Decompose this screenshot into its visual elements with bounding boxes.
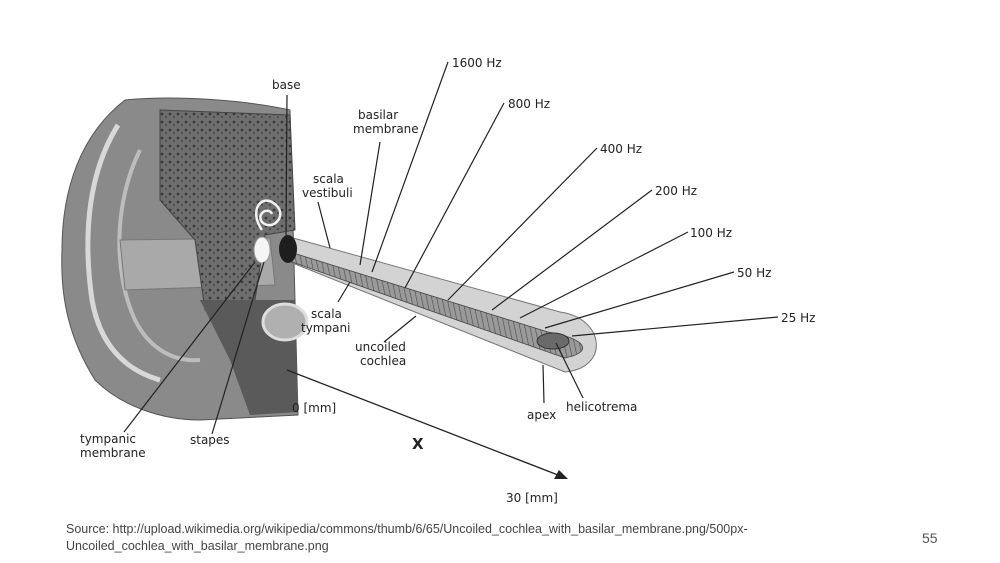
ossicle-coil bbox=[255, 199, 282, 231]
ear-fold-outer bbox=[85, 123, 161, 383]
ear-fold-inner bbox=[117, 149, 201, 363]
label-tympanic-line1: tympanic bbox=[80, 432, 136, 446]
label-x-axis: X bbox=[412, 435, 424, 453]
leader-helicotrema bbox=[555, 342, 584, 399]
source-citation: Source: http://upload.wikimedia.org/wiki… bbox=[66, 521, 846, 555]
leader-50hz bbox=[544, 271, 735, 329]
label-freq-400: 400 Hz bbox=[600, 142, 642, 156]
label-scala-tympani-line2: tympani bbox=[301, 321, 350, 335]
leader-uncoiled bbox=[383, 315, 417, 343]
page-number: 55 bbox=[922, 530, 938, 546]
label-thirty-mm: 30 [mm] bbox=[506, 491, 558, 505]
source-line-2: Uncoiled_cochlea_with_basilar_membrane.p… bbox=[66, 539, 329, 553]
leader-stapes bbox=[211, 261, 265, 435]
leader-scala-vestibuli bbox=[317, 201, 331, 249]
leader-800hz bbox=[404, 102, 505, 289]
label-helicotrema: helicotrema bbox=[566, 400, 637, 414]
x-axis-arrowhead bbox=[554, 470, 568, 479]
label-freq-800: 800 Hz bbox=[508, 97, 550, 111]
cochlea-base-cap bbox=[279, 235, 297, 263]
label-tympanic-line2: membrane bbox=[80, 446, 146, 460]
label-freq-100: 100 Hz bbox=[690, 226, 732, 240]
diagram-labels: base basilar membrane scala vestibuli sc… bbox=[80, 56, 815, 505]
label-freq-1600: 1600 Hz bbox=[452, 56, 502, 70]
label-freq-25: 25 Hz bbox=[781, 311, 815, 325]
label-scala-vestibuli-line1: scala bbox=[313, 172, 344, 186]
helicotrema-shape bbox=[536, 332, 570, 350]
label-freq-50: 50 Hz bbox=[737, 266, 771, 280]
label-freq-200: 200 Hz bbox=[655, 184, 697, 198]
leader-base bbox=[285, 94, 288, 239]
leader-basilar bbox=[359, 141, 381, 266]
label-apex: apex bbox=[527, 408, 556, 422]
ear-illustration bbox=[61, 97, 309, 421]
leader-tympanic bbox=[123, 261, 256, 433]
label-scala-vestibuli-line2: vestibuli bbox=[302, 186, 353, 200]
leader-apex bbox=[542, 364, 545, 404]
uncoiled-cochlea bbox=[279, 235, 597, 373]
leader-scala-tympani bbox=[337, 281, 351, 303]
label-uncoiled-line1: uncoiled bbox=[355, 340, 406, 354]
leader-100hz bbox=[519, 231, 689, 319]
leader-200hz bbox=[491, 189, 653, 311]
label-scala-tympani-line1: scala bbox=[311, 307, 342, 321]
label-base: base bbox=[272, 78, 301, 92]
label-basilar-line2: membrane bbox=[353, 122, 419, 136]
label-uncoiled-line2: cochlea bbox=[360, 354, 406, 368]
label-basilar-line1: basilar bbox=[358, 108, 398, 122]
cochlea-diagram: base basilar membrane scala vestibuli sc… bbox=[61, 56, 815, 505]
label-stapes: stapes bbox=[190, 433, 230, 447]
leader-1600hz bbox=[371, 61, 449, 273]
source-line-1: Source: http://upload.wikimedia.org/wiki… bbox=[66, 522, 748, 536]
label-zero-mm: 0 [mm] bbox=[292, 401, 336, 415]
lower-structure bbox=[261, 302, 309, 342]
leader-lines bbox=[123, 61, 779, 435]
stapes-shape bbox=[253, 236, 271, 264]
leader-25hz bbox=[571, 316, 779, 337]
x-axis-arrow bbox=[286, 369, 568, 479]
leader-400hz bbox=[447, 147, 598, 301]
